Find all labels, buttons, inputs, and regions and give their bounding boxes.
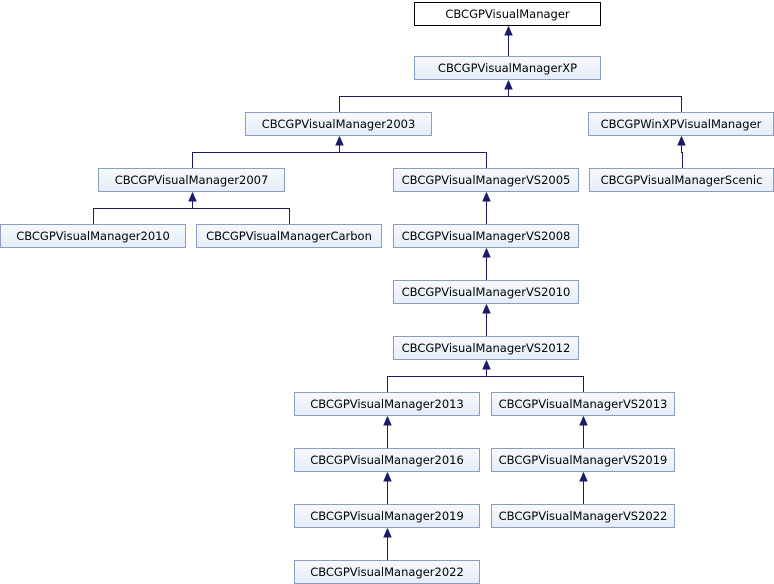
inheritance-arrowhead (482, 247, 491, 258)
node-visual-manager-vs2012[interactable]: CBCGPVisualManagerVS2012 (393, 336, 579, 360)
inheritance-arrowhead (504, 25, 513, 36)
node-visual-manager-2019[interactable]: CBCGPVisualManager2019 (294, 504, 480, 528)
inheritance-arrowhead (383, 415, 392, 426)
inheritance-arrowhead (482, 303, 491, 314)
node-visual-manager-2003[interactable]: CBCGPVisualManager2003 (245, 112, 432, 136)
node-visual-manager-2013[interactable]: CBCGPVisualManager2013 (294, 392, 480, 416)
inheritance-arrowhead (677, 135, 686, 146)
node-visual-manager-2016[interactable]: CBCGPVisualManager2016 (294, 448, 480, 472)
node-visual-manager-xp[interactable]: CBCGPVisualManagerXP (414, 56, 601, 80)
inheritance-arrowhead (482, 359, 491, 370)
inheritance-edge (339, 144, 487, 168)
inheritance-arrowhead (335, 135, 344, 146)
inheritance-arrowhead (579, 415, 588, 426)
inheritance-edge (93, 200, 193, 224)
node-winxp-visual-manager[interactable]: CBCGPWinXPVisualManager (588, 112, 774, 136)
inheritance-arrowhead (504, 79, 513, 90)
inheritance-arrowhead (383, 471, 392, 482)
inheritance-edge (192, 200, 290, 224)
node-visual-manager-2007[interactable]: CBCGPVisualManager2007 (98, 168, 285, 192)
node-visual-manager-2022[interactable]: CBCGPVisualManager2022 (294, 560, 480, 584)
inheritance-edge (681, 144, 683, 168)
inheritance-edge (486, 368, 584, 392)
inheritance-arrowhead (383, 527, 392, 538)
node-visual-manager-vs2022[interactable]: CBCGPVisualManagerVS2022 (491, 504, 675, 528)
inheritance-arrowhead (482, 191, 491, 202)
inheritance-arrowhead (579, 471, 588, 482)
inheritance-edge (339, 88, 509, 112)
node-visual-manager-vs2013[interactable]: CBCGPVisualManagerVS2013 (491, 392, 675, 416)
node-visual-manager-2010[interactable]: CBCGPVisualManager2010 (0, 224, 186, 248)
inheritance-edge (508, 88, 682, 112)
inheritance-edge (387, 368, 487, 392)
inheritance-arrowhead (188, 191, 197, 202)
node-visual-manager-vs2008[interactable]: CBCGPVisualManagerVS2008 (393, 224, 579, 248)
node-visual-manager-carbon[interactable]: CBCGPVisualManagerCarbon (196, 224, 382, 248)
node-visual-manager[interactable]: CBCGPVisualManager (414, 2, 601, 26)
node-visual-manager-scenic[interactable]: CBCGPVisualManagerScenic (589, 168, 774, 192)
node-visual-manager-vs2019[interactable]: CBCGPVisualManagerVS2019 (491, 448, 675, 472)
node-visual-manager-vs2005[interactable]: CBCGPVisualManagerVS2005 (393, 168, 579, 192)
inheritance-edge (192, 144, 340, 168)
node-visual-manager-vs2010[interactable]: CBCGPVisualManagerVS2010 (393, 280, 579, 304)
